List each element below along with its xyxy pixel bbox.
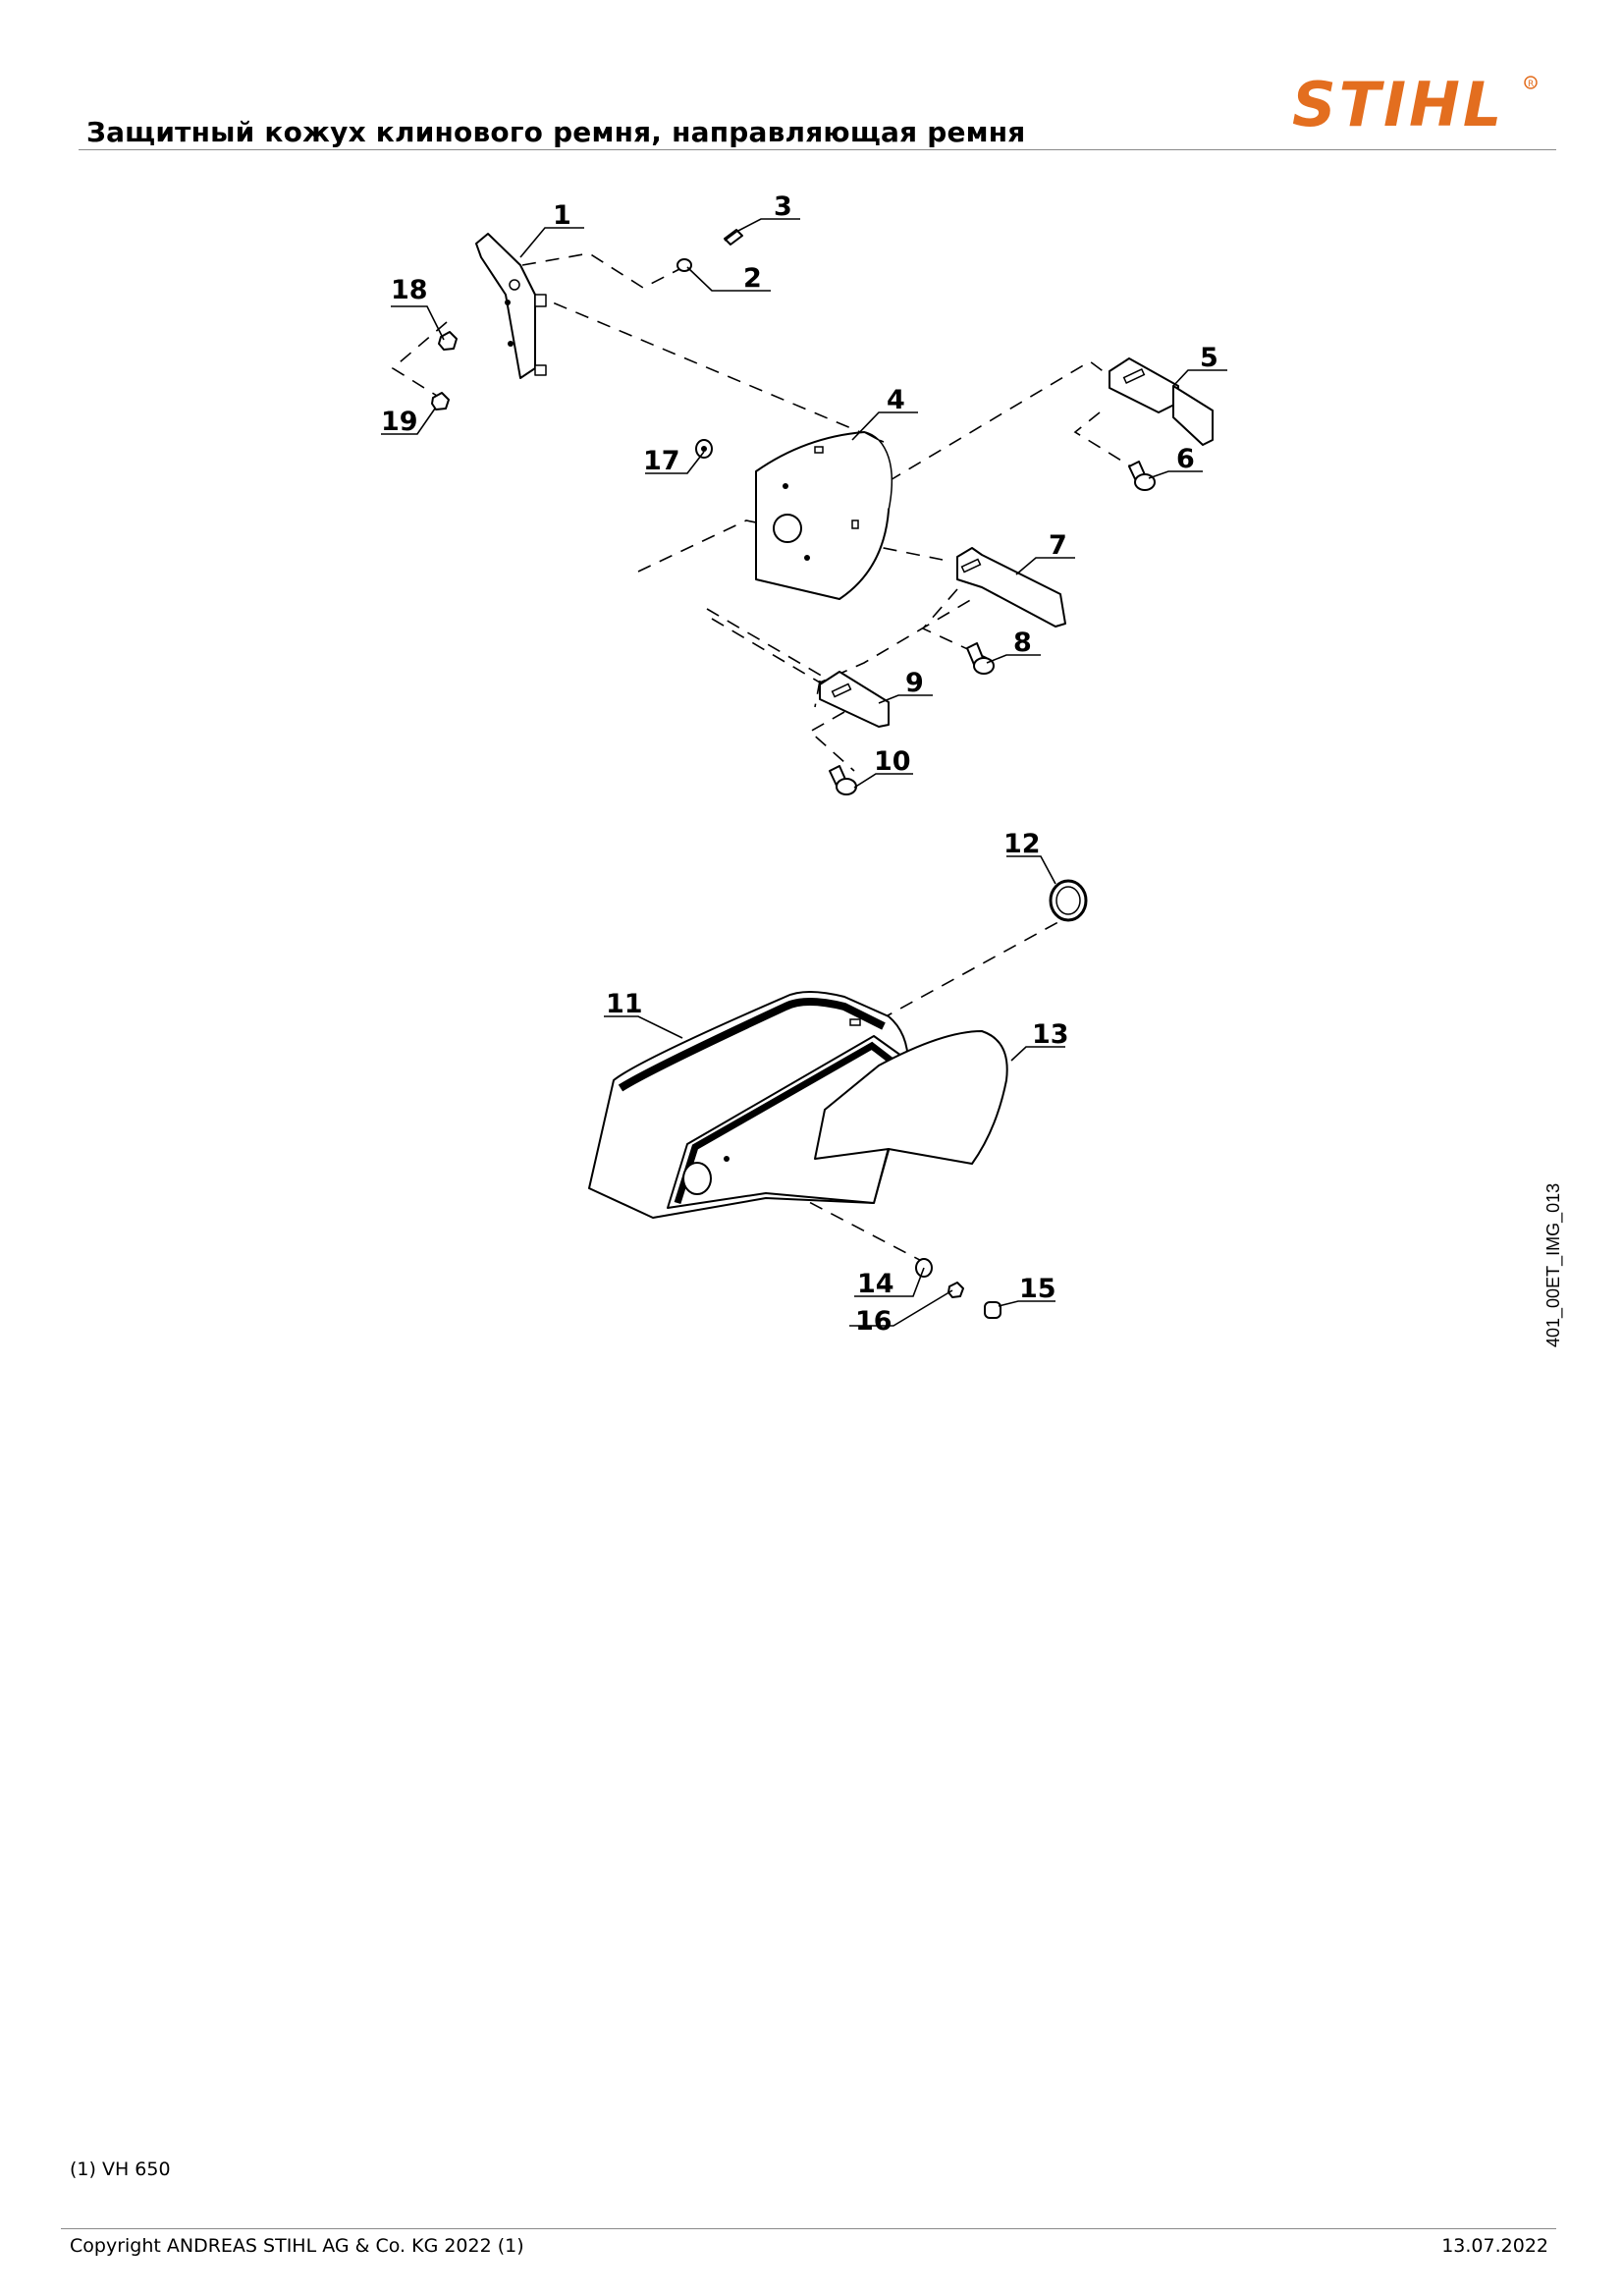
callout-1: 1 <box>553 200 571 231</box>
part-19-nut <box>431 392 450 410</box>
part-8-screw <box>966 642 995 675</box>
callout-6: 6 <box>1176 444 1195 474</box>
callout-12: 12 <box>1003 829 1041 859</box>
part-17-washer <box>695 439 713 459</box>
part-13-flap <box>814 1030 1008 1165</box>
stihl-logo: STIHL R <box>1292 69 1538 139</box>
footer-divider <box>61 2228 1556 2229</box>
callout-15: 15 <box>1019 1274 1056 1304</box>
callout-18: 18 <box>391 275 428 305</box>
exploded-parts-diagram: 1 2 3 4 5 6 7 8 9 10 11 12 13 14 15 16 1… <box>381 191 1227 1337</box>
part-15-cap <box>984 1301 1001 1319</box>
part-16-nut <box>947 1282 964 1298</box>
callout-19: 19 <box>381 407 418 437</box>
part-9-bracket <box>819 671 890 728</box>
callout-13: 13 <box>1032 1019 1069 1050</box>
header-divider <box>79 149 1556 150</box>
part-4-guard-plate <box>755 431 893 600</box>
callout-3: 3 <box>774 191 792 222</box>
footnote: (1) VH 650 <box>70 2159 171 2180</box>
part-12-ring <box>1049 879 1088 922</box>
callout-14: 14 <box>857 1269 894 1299</box>
callout-4: 4 <box>887 385 905 415</box>
callout-17: 17 <box>643 446 680 476</box>
logo-text: STIHL <box>1292 69 1504 139</box>
callout-2: 2 <box>743 263 762 294</box>
part-6-screw <box>1128 461 1156 491</box>
footer-date: 13.07.2022 <box>1441 2235 1548 2257</box>
callout-16: 16 <box>855 1306 893 1337</box>
callout-5: 5 <box>1200 343 1218 373</box>
part-11-belt-cover <box>588 991 909 1219</box>
diagram-image-id: 401_00ET_IMG_013 <box>1543 1182 1563 1347</box>
part-18-nut <box>438 331 458 351</box>
callout-8: 8 <box>1013 628 1032 658</box>
callout-10: 10 <box>874 746 911 777</box>
part-5-bracket <box>1109 357 1214 446</box>
part-7-bracket <box>956 547 1066 628</box>
callout-11: 11 <box>606 989 643 1019</box>
part-3-screw <box>724 229 743 246</box>
part-1-bracket <box>475 233 547 379</box>
page-title: Защитный кожух клинового ремня, направля… <box>86 116 1026 148</box>
callout-7: 7 <box>1049 530 1067 561</box>
callout-9: 9 <box>905 668 924 698</box>
part-10-screw <box>829 765 857 795</box>
svg-text:R: R <box>1528 80 1534 89</box>
copyright-text: Copyright ANDREAS STIHL AG & Co. KG 2022… <box>70 2235 524 2257</box>
